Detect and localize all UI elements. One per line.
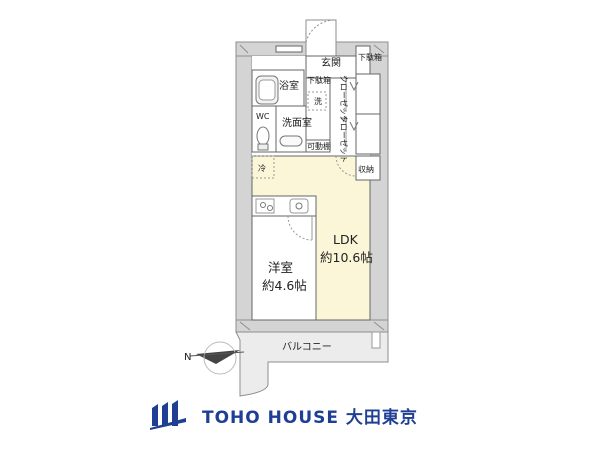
entrance-label: 玄関 bbox=[321, 56, 341, 69]
compass-icon bbox=[189, 341, 245, 375]
movable-shelf-label: 可動棚 bbox=[307, 141, 331, 151]
balcony-label: バルコニー bbox=[282, 341, 332, 353]
wc-label: WC bbox=[256, 112, 270, 121]
ldk-name: LDK bbox=[333, 232, 359, 247]
entrance-area bbox=[305, 19, 371, 79]
wc-room bbox=[251, 105, 277, 153]
ldk-door bbox=[335, 155, 357, 177]
washroom-area bbox=[275, 77, 331, 153]
top-window bbox=[275, 45, 303, 53]
western-room-size: 約4.6帖 bbox=[262, 278, 307, 293]
outer-walls bbox=[235, 41, 389, 333]
brand-logo-icon bbox=[150, 400, 186, 430]
closets bbox=[345, 73, 381, 181]
compass-north-label: N bbox=[184, 352, 191, 363]
brand-name: TOHO HOUSE 大田東京 bbox=[202, 407, 418, 428]
lower-storage-label-2: 下駄箱 bbox=[358, 52, 382, 62]
kitchen-counter bbox=[251, 195, 317, 217]
lower-storage-label-1: 下駄箱 bbox=[307, 75, 331, 85]
washroom-label: 洗面室 bbox=[282, 116, 312, 129]
fridge-label: 冷 bbox=[258, 163, 266, 173]
brand-bar: TOHO HOUSE 大田東京 bbox=[148, 398, 418, 432]
western-room bbox=[251, 215, 317, 321]
bath-label: 浴室 bbox=[279, 79, 299, 92]
fridge-space bbox=[251, 155, 275, 179]
closet-label-1: クローゼット bbox=[339, 75, 349, 123]
bathroom bbox=[251, 69, 305, 107]
floor-plan: N 玄関 浴室 WC 洗面室 洗 下駄箱 下駄箱 可動棚 クローゼット クローゼ… bbox=[184, 19, 389, 397]
balcony-area bbox=[235, 331, 389, 397]
ldk-size: 約10.6帖 bbox=[320, 250, 373, 265]
washer-label: 洗 bbox=[314, 96, 322, 106]
storage-label: 収納 bbox=[358, 164, 374, 174]
western-room-name: 洋室 bbox=[268, 260, 293, 275]
closet-label-2: クローゼット bbox=[339, 115, 349, 163]
